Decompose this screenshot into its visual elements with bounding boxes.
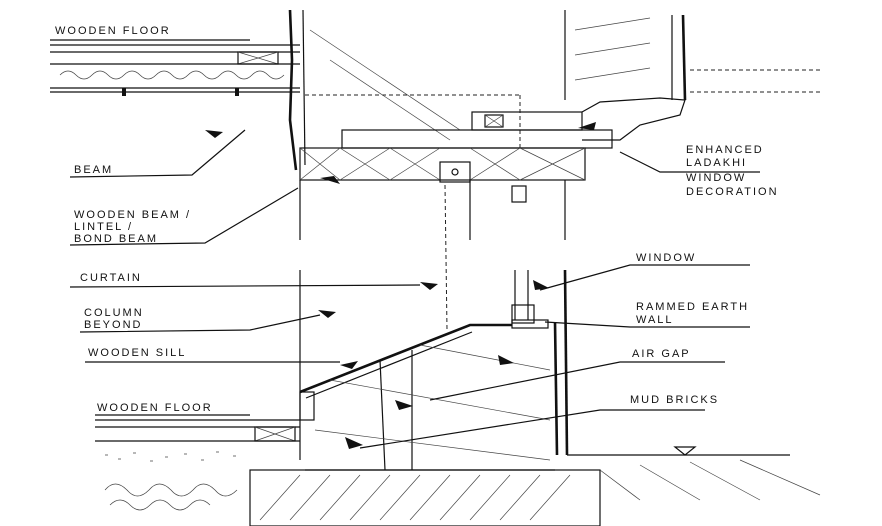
label-decoration-4: DECORATION	[686, 186, 779, 198]
label-window: WINDOW	[636, 252, 696, 264]
label-column-2: BEYOND	[84, 319, 142, 331]
bottom-floor-structure	[95, 419, 821, 526]
leader-lines	[50, 39, 760, 449]
lower-wall	[299, 180, 569, 471]
annotation-arrows	[205, 130, 549, 449]
label-wooden-beam-3: BOND BEAM	[74, 233, 158, 245]
label-mud-bricks: MUD BRICKS	[630, 394, 719, 406]
upper-wall	[288, 9, 820, 171]
window-decoration-drawing	[341, 97, 686, 149]
label-curtain: CURTAIN	[80, 272, 142, 284]
wooden-sill-drawing	[299, 323, 555, 471]
beam-band	[299, 147, 586, 203]
label-beam: BEAM	[74, 164, 113, 176]
label-rammed-earth-1: RAMMED EARTH	[636, 301, 749, 313]
label-wooden-beam-2: LINTEL /	[74, 221, 133, 233]
top-floor-structure	[50, 44, 300, 96]
label-air-gap: AIR GAP	[632, 348, 691, 360]
label-decoration-1: ENHANCED	[686, 144, 764, 156]
label-column-1: COLUMN	[84, 307, 144, 319]
label-wooden-beam-1: WOODEN BEAM /	[74, 209, 191, 221]
label-decoration-2: LADAKHI	[686, 157, 747, 169]
label-rammed-earth-2: WALL	[636, 314, 674, 326]
label-wooden-sill: WOODEN SILL	[88, 347, 186, 359]
label-wooden-floor-bottom: WOODEN FLOOR	[97, 402, 213, 414]
label-decoration-3: WINDOW	[686, 172, 746, 184]
label-wooden-floor-top: WOODEN FLOOR	[55, 25, 171, 37]
